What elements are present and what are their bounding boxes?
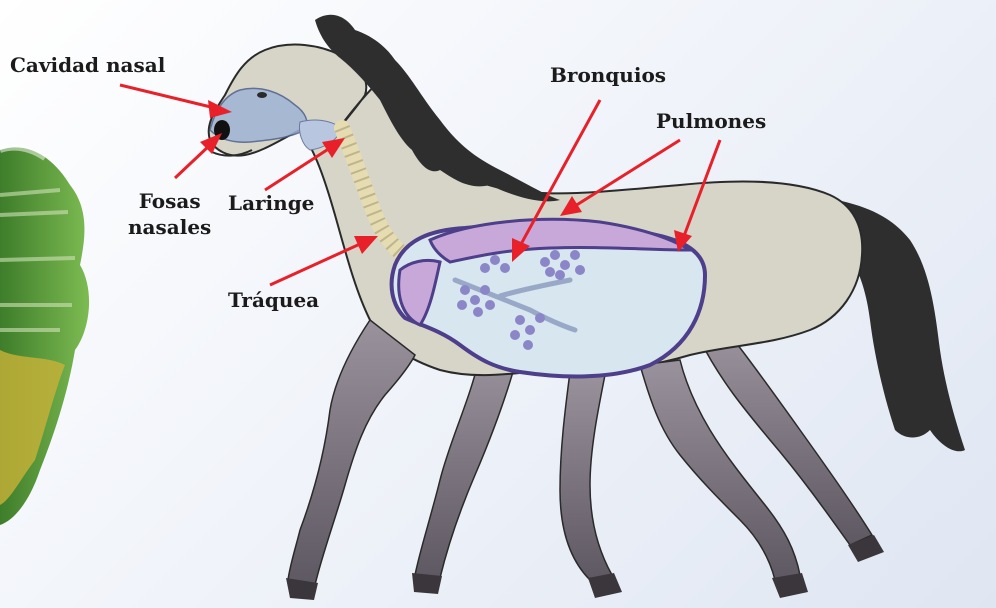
label-traquea: Tráquea <box>228 287 319 313</box>
label-fosas-nasales-line1: Fosas <box>128 188 211 214</box>
arrow-cavidad-nasal <box>120 85 232 118</box>
horse-eye <box>257 92 267 98</box>
arrow-fosas-nasales <box>175 133 222 178</box>
label-fosas-nasales-line2: nasales <box>128 214 211 240</box>
label-cavidad-nasal: Cavidad nasal <box>10 52 165 78</box>
label-laringe: Laringe <box>228 190 314 216</box>
label-pulmones: Pulmones <box>656 108 766 134</box>
background-tree <box>0 147 89 525</box>
label-fosas-nasales: Fosas nasales <box>128 188 211 240</box>
label-bronquios: Bronquios <box>550 62 666 88</box>
